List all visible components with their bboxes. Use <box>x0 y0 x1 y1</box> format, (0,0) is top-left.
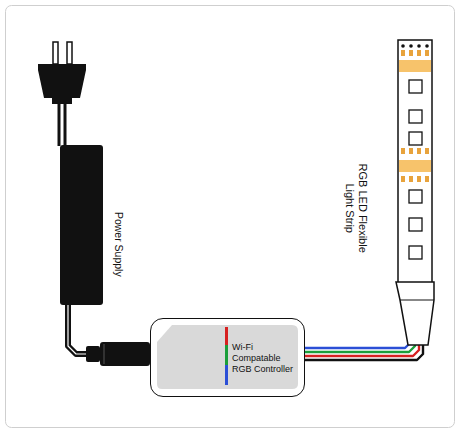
led-strip: RGB LED Flexible Light Strip <box>398 40 432 345</box>
dc-plug <box>86 342 150 366</box>
controller-panel <box>157 325 298 389</box>
rgb-wires <box>305 342 423 360</box>
wire <box>305 342 411 348</box>
power-supply: Power Supply <box>60 145 103 305</box>
wire <box>305 345 415 352</box>
mains-plug <box>38 42 86 146</box>
rgb-controller: Wi-Fi Compatable RGB Controller <box>150 318 305 397</box>
wire <box>305 345 423 360</box>
wire <box>68 305 86 354</box>
strip-connector <box>396 282 434 345</box>
node-label: Wi-Fi Compatable RGB Controller <box>232 342 296 374</box>
node-label: Power Supply <box>112 211 125 276</box>
frame <box>6 6 455 428</box>
node-label: RGB LED Flexible Light Strip <box>343 158 369 258</box>
led-strip <box>398 40 432 284</box>
wire <box>305 345 419 356</box>
